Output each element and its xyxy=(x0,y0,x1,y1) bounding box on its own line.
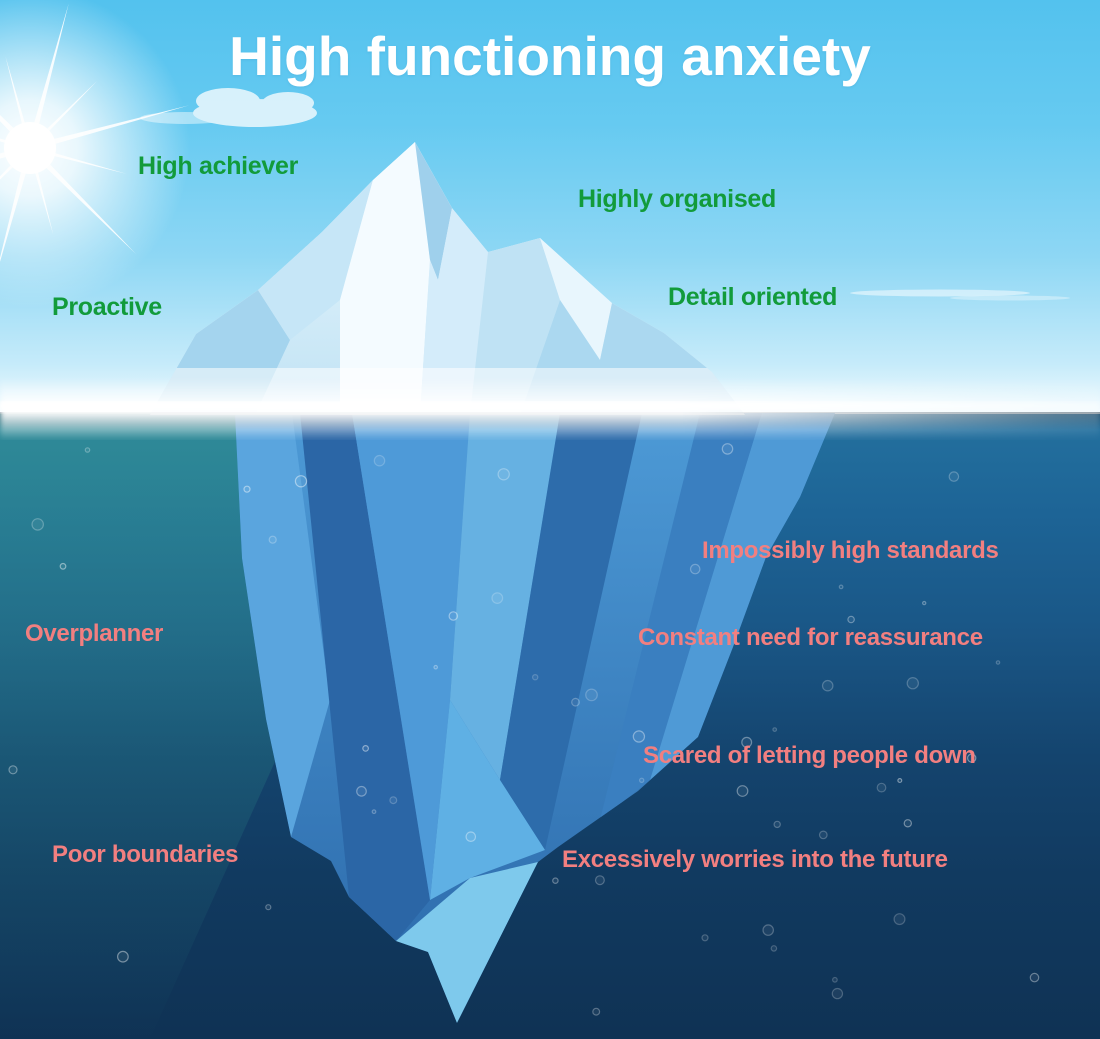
label-scared-of-letting-people-down: Scared of letting people down xyxy=(643,742,976,769)
bubbles xyxy=(8,443,1040,1016)
waterline xyxy=(0,401,1100,410)
sun-icon xyxy=(0,0,190,308)
cloud xyxy=(140,88,317,127)
label-highly-organised: Highly organised xyxy=(578,185,777,213)
label-poor-boundaries: Poor boundaries xyxy=(52,841,239,868)
label-constant-need-for-reassurance: Constant need for reassurance xyxy=(638,624,983,651)
label-impossibly-high-standards: Impossibly high standards xyxy=(702,537,999,564)
cloud-wisp xyxy=(850,289,1070,301)
label-detail-oriented: Detail oriented xyxy=(668,283,838,311)
page-title: High functioning anxiety xyxy=(229,25,871,87)
label-overplanner: Overplanner xyxy=(25,620,164,647)
label-proactive: Proactive xyxy=(52,293,162,321)
label-excessively-worries: Excessively worries into the future xyxy=(562,846,948,873)
label-high-achiever: High achiever xyxy=(138,152,299,180)
iceberg-underwater xyxy=(235,413,835,1023)
